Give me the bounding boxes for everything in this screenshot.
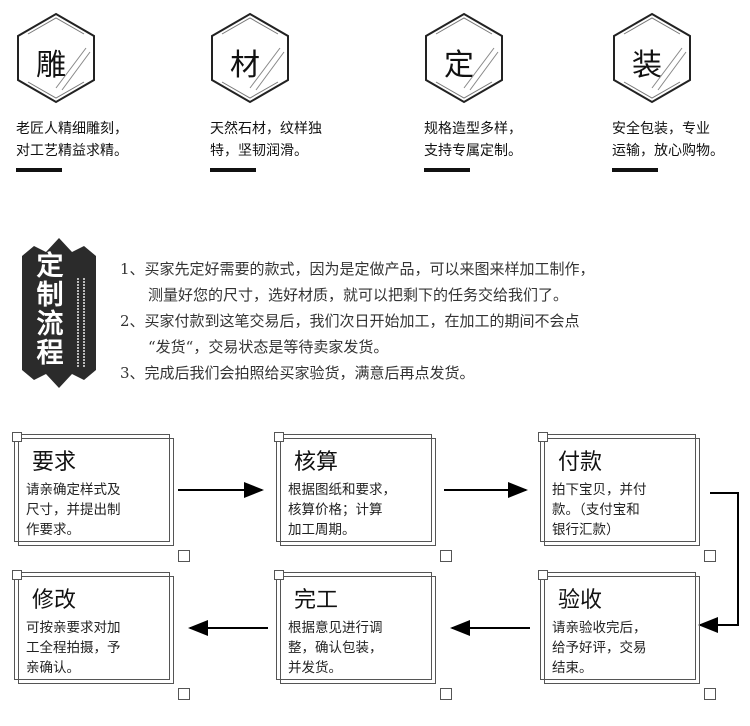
corner-square-icon — [440, 550, 452, 562]
step-description: 请亲验收完后，给予好评，交易结束。 — [552, 620, 647, 676]
corner-square-icon — [704, 688, 716, 700]
step-title: 付款 — [558, 450, 603, 475]
frame — [276, 434, 432, 542]
process-line: 2、买家付款到这笔交易后，我们次日开始加工，在加工的期间不会点 — [120, 312, 580, 330]
process-line: 1、买家先定好需要的款式，因为是定做产品，可以来图来样加工制作， — [120, 260, 595, 278]
step-title: 核算 — [294, 450, 339, 475]
step-title: 要求 — [32, 450, 77, 475]
frame — [14, 572, 170, 680]
process-description: 1、买家先定好需要的款式，因为是定做产品，可以来图来样加工制作， 测量好您的尺寸… — [120, 256, 595, 386]
frame — [14, 434, 170, 542]
step-title: 验收 — [558, 588, 603, 613]
step-description: 根据图纸和要求，核算价格；计算加工周期。 — [288, 482, 396, 538]
corner-square-icon — [274, 432, 284, 442]
feature-char: 材 — [230, 48, 260, 83]
process-line: 测量好您的尺寸，选好材质，就可以把剩下的任务交给我们了。 — [148, 286, 569, 304]
feature-char: 定 — [444, 48, 474, 83]
arrow-3-6 — [698, 492, 739, 633]
feature-underline — [424, 168, 470, 172]
hexagon-icon — [211, 12, 289, 104]
feature-text: 规格造型多样，支持专属定制。 — [424, 121, 522, 159]
banner-shape — [22, 238, 96, 388]
corner-square-icon — [704, 550, 716, 562]
corner-square-icon — [274, 570, 284, 580]
feature-text: 老匠人精细雕刻，对工艺精益求精。 — [16, 121, 128, 159]
step-title: 修改 — [32, 588, 77, 613]
corner-square-icon — [538, 570, 548, 580]
corner-square-icon — [538, 432, 548, 442]
frame — [540, 572, 696, 680]
feature-text: 安全包装，专业运输，放心购物。 — [612, 121, 724, 159]
step-title: 完工 — [294, 588, 339, 613]
frame — [18, 438, 174, 546]
step-completion: 完工 根据意见进行调整，确认包装，并发货。 — [274, 570, 452, 700]
feature-underline — [612, 168, 658, 172]
corner-square-icon — [178, 688, 190, 700]
frame — [276, 572, 432, 680]
feature-char: 雕 — [36, 48, 66, 83]
step-description: 根据意见进行调整，确认包装，并发货。 — [288, 620, 383, 676]
corner-square-icon — [12, 570, 22, 580]
frame — [280, 438, 436, 546]
process-banner: 定制流程 — [22, 238, 96, 388]
corner-square-icon — [12, 432, 22, 442]
step-requirement: 要求 请亲确定样式及尺寸，并提出制作要求。 — [12, 432, 190, 562]
banner-title: 定制流程 — [36, 251, 64, 369]
corner-square-icon — [178, 550, 190, 562]
feature-text: 天然石材，纹样独特，坚韧润滑。 — [210, 121, 322, 159]
frame — [18, 576, 174, 684]
step-revision: 修改 可按亲要求对加工全程拍摄，予亲确认。 — [12, 570, 190, 700]
feature-underline — [210, 168, 256, 172]
hexagon-icon — [613, 12, 691, 104]
step-description: 可按亲要求对加工全程拍摄，予亲确认。 — [26, 620, 121, 676]
step-acceptance: 验收 请亲验收完后，给予好评，交易结束。 — [538, 570, 716, 700]
step-description: 拍下宝贝，并付款。（支付宝和银行汇款） — [552, 482, 647, 538]
step-payment: 付款 拍下宝贝，并付款。（支付宝和银行汇款） — [538, 432, 716, 562]
frame — [280, 576, 436, 684]
process-line: 3、完成后我们会拍照给买家验货，满意后再点发货。 — [120, 364, 475, 382]
hexagon-icon — [17, 12, 95, 104]
frame — [544, 438, 700, 546]
feature-char: 装 — [632, 48, 662, 83]
process-line: “发货“，交易状态是等待卖家发货。 — [148, 338, 389, 356]
step-calculation: 核算 根据图纸和要求，核算价格；计算加工周期。 — [274, 432, 452, 562]
feature-underline — [16, 168, 62, 172]
frame — [544, 576, 700, 684]
frame — [540, 434, 696, 542]
hexagon-icon — [425, 12, 503, 104]
step-description: 请亲确定样式及尺寸，并提出制作要求。 — [26, 482, 121, 538]
corner-square-icon — [440, 688, 452, 700]
